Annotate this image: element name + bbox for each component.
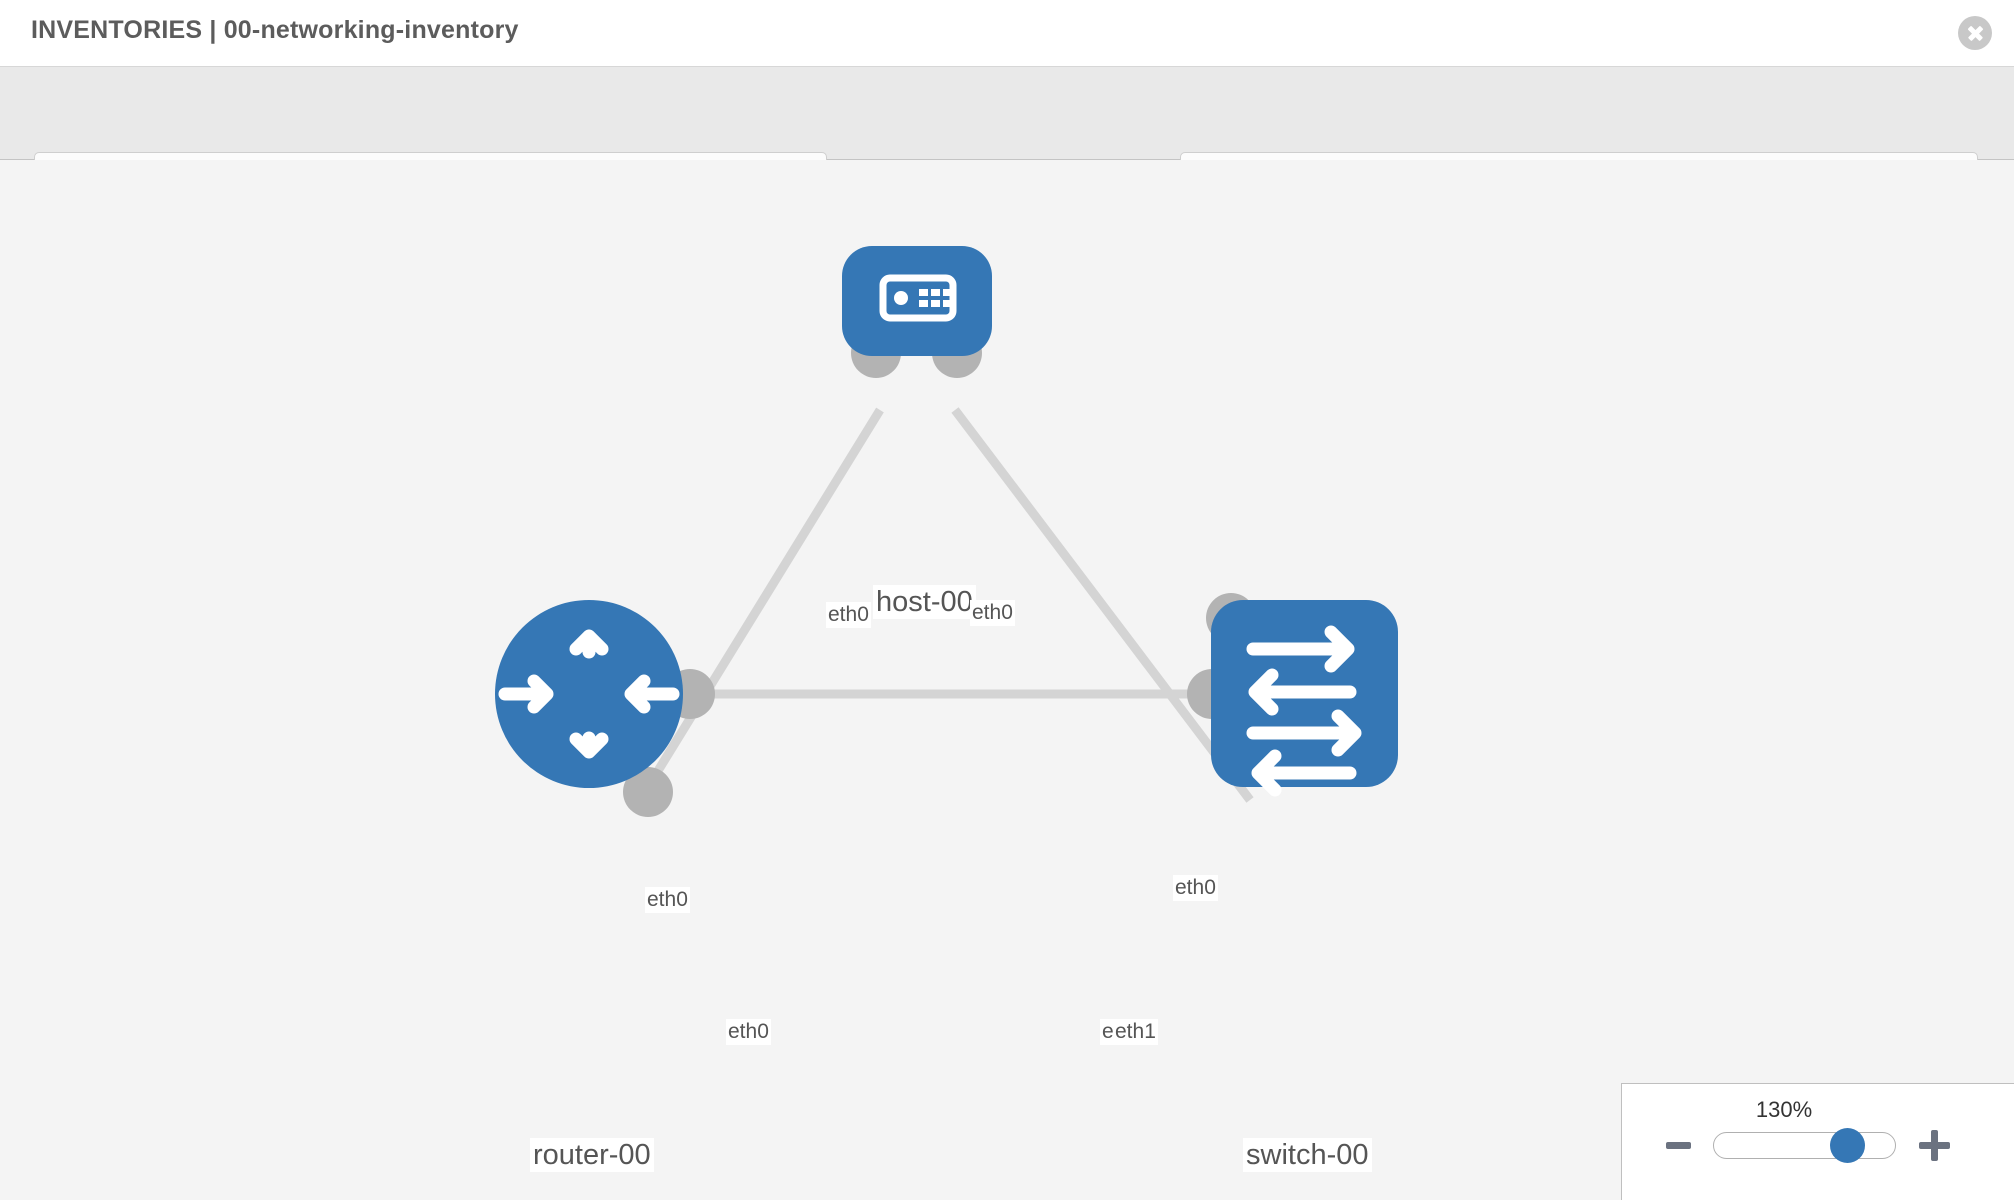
topology-node-host-00	[842, 246, 992, 356]
zoom-slider-thumb[interactable]	[1830, 1128, 1865, 1163]
topology-links	[636, 407, 1254, 803]
node-label-host-00[interactable]: host-00	[873, 585, 976, 619]
toolbar: ACTIONS SEARCH	[0, 67, 2014, 201]
zoom-control-panel: 130%	[1621, 1083, 2014, 1200]
zoom-out-button[interactable]	[1666, 1142, 1691, 1149]
switch-arrows-icon	[1246, 625, 1362, 797]
link-host-00-switch-00	[951, 407, 1254, 803]
edge-label: eth0	[1173, 875, 1218, 901]
iface-dot-router-00-up	[623, 767, 673, 817]
edge-label: eth0	[726, 1019, 771, 1045]
topology-graph	[495, 246, 1398, 817]
topology-node-router-00	[495, 600, 683, 788]
node-label-router-00[interactable]: router-00	[530, 1138, 654, 1172]
edge-label: eth0	[826, 602, 871, 628]
topology-canvas[interactable]: eth0 host-00 eth0 eth0 eth0 eth0 eth eth…	[0, 160, 2014, 1200]
link-host-00-router-00	[636, 407, 884, 803]
edge-label: eth0	[970, 600, 1015, 626]
zoom-slider-track[interactable]	[1713, 1132, 1896, 1159]
page-title: INVENTORIES | 00-networking-inventory	[31, 16, 519, 44]
topology-node-switch-00	[1211, 600, 1398, 797]
edge-label: eth0	[645, 887, 690, 913]
close-icon[interactable]	[1958, 16, 1992, 50]
page-header: INVENTORIES | 00-networking-inventory	[0, 0, 2014, 67]
node-label-switch-00[interactable]: switch-00	[1243, 1138, 1372, 1172]
topology-interface-dots	[623, 328, 1256, 817]
zoom-in-button[interactable]	[1919, 1130, 1950, 1161]
edge-label: eth1	[1113, 1019, 1158, 1045]
zoom-percent-label: 130%	[1755, 1097, 1813, 1122]
server-icon	[879, 274, 957, 322]
router-arrows-icon	[498, 629, 680, 759]
